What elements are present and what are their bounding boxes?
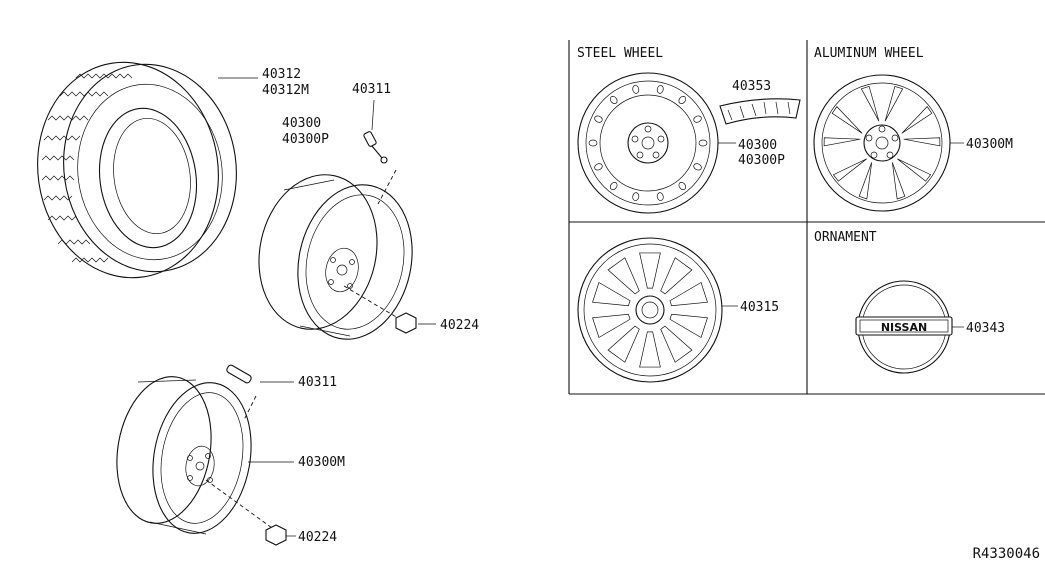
- cover-slot: [639, 252, 661, 289]
- spoke: [891, 162, 906, 200]
- spoke: [823, 137, 861, 147]
- spoke: [897, 158, 932, 182]
- ornament-logo-text: NISSAN: [881, 321, 927, 334]
- callout-40300p-steel: 40300P: [738, 153, 785, 168]
- vent-hole: [693, 163, 702, 171]
- vent-hole: [656, 85, 664, 94]
- ornament-drawing: [855, 280, 964, 374]
- vent-hole: [594, 163, 603, 171]
- vent-hole: [693, 115, 702, 123]
- steel-wheel-drawing-upper: [258, 174, 413, 340]
- cover-slot: [669, 313, 708, 339]
- panel-title-steel-wheel: STEEL WHEEL: [577, 46, 663, 61]
- callout-40300-steel: 40300: [738, 138, 777, 153]
- vent-hole: [678, 96, 687, 104]
- callout-40224-upper: 40224: [440, 318, 479, 333]
- cover-slot: [607, 257, 640, 295]
- tire-drawing: [37, 61, 258, 279]
- cover-slot: [660, 257, 693, 295]
- spoke: [903, 137, 941, 147]
- vent-hole: [632, 192, 640, 201]
- valve-stem-upper: [363, 99, 397, 205]
- spoke: [832, 158, 867, 182]
- vent-hole: [678, 182, 687, 190]
- spoke: [831, 106, 863, 134]
- spoke: [901, 106, 933, 134]
- cover-slot: [592, 281, 631, 307]
- wheel-cover-drawing: [577, 237, 738, 383]
- valve-stem-lower: [226, 364, 294, 421]
- spoke: [860, 86, 880, 122]
- callout-40353: 40353: [732, 79, 771, 94]
- vent-hole: [698, 139, 708, 147]
- callout-40311-upper: 40311: [352, 82, 391, 97]
- callout-40312: 40312: [262, 67, 301, 82]
- vent-hole: [656, 192, 664, 201]
- wheel-drawing-lower: [116, 376, 294, 535]
- vent-hole: [609, 182, 618, 190]
- cover-slot: [660, 325, 693, 363]
- panel-title-ornament: ORNAMENT: [814, 230, 877, 245]
- callout-40300m-aluminum: 40300M: [966, 137, 1013, 152]
- cover-slot: [592, 313, 631, 339]
- callout-40343: 40343: [966, 321, 1005, 336]
- lug-nut-lower: [205, 479, 296, 546]
- vent-hole: [588, 139, 598, 147]
- lug-nut-upper: [343, 285, 436, 334]
- callout-40300p-upper: 40300P: [282, 132, 329, 147]
- steel-wheel-front-drawing: [577, 72, 736, 214]
- spoke: [884, 86, 904, 122]
- cover-slot: [669, 281, 708, 307]
- cover-slot: [639, 331, 661, 368]
- spoke: [858, 162, 873, 200]
- cover-slot: [607, 325, 640, 363]
- callout-40311-lower: 40311: [298, 375, 337, 390]
- callout-40315: 40315: [740, 300, 779, 315]
- vent-hole: [609, 96, 618, 104]
- diagram-code: R4330046: [973, 546, 1040, 562]
- callout-40300-upper: 40300: [282, 116, 321, 131]
- aluminum-wheel-drawing: [813, 74, 964, 212]
- vent-hole: [632, 85, 640, 94]
- panel-grid: [568, 40, 1045, 395]
- vent-hole: [594, 115, 603, 123]
- callout-40300m-lower: 40300M: [298, 455, 345, 470]
- balance-weight-drawing: [719, 98, 801, 125]
- panel-title-aluminum-wheel: ALUMINUM WHEEL: [814, 46, 924, 61]
- callout-40312m: 40312M: [262, 83, 309, 98]
- callout-40224-lower: 40224: [298, 530, 337, 545]
